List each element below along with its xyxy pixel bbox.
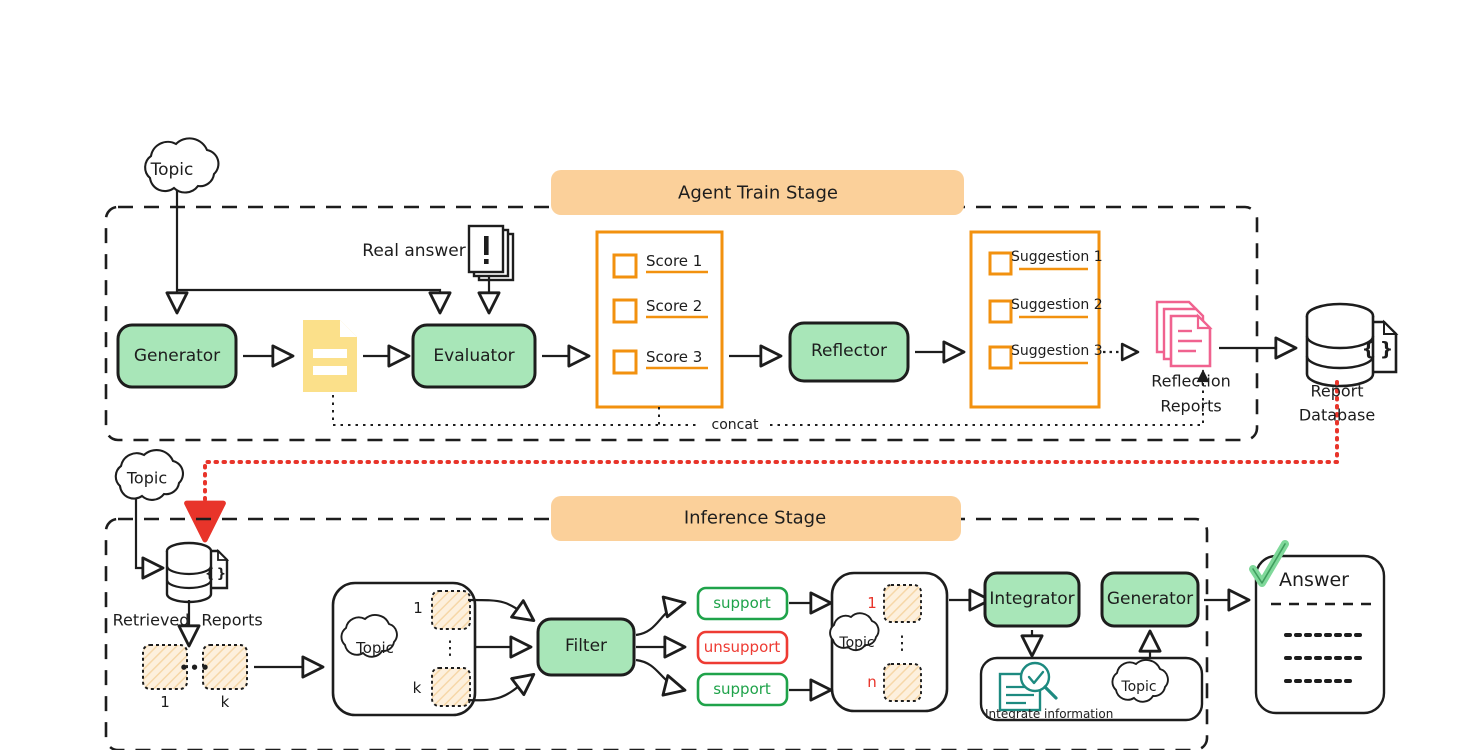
- arrow-topic-to-evaluator: [177, 288, 452, 315]
- inference-generator-label: Generator: [1106, 589, 1194, 609]
- topic-report-group-index-first: 1: [413, 599, 423, 617]
- reflection-reports-line2-label: Reports: [1160, 396, 1222, 416]
- topic-report-group-shape: [331, 581, 477, 717]
- report-database-line2-label: Database: [1298, 405, 1376, 425]
- inference-generator-box-shape[interactable]: [1100, 571, 1200, 628]
- score-item-3-label: Score 3: [646, 348, 703, 366]
- retrieved-report-index-first: 1: [160, 693, 170, 711]
- retrieved-database-icon-shape: [165, 541, 230, 604]
- integrator-label: Integrator: [989, 589, 1075, 609]
- agent-train-stage-banner-label: Agent Train Stage: [678, 182, 838, 204]
- topic-report-group-cloud-label: Topic: [356, 639, 394, 657]
- reflector-box-shape[interactable]: [788, 321, 910, 383]
- verdict-unsupport-shape: [696, 630, 789, 665]
- verdict-support-2-label: support: [713, 680, 771, 698]
- inference-topic-cloud-shape: [114, 448, 185, 501]
- topic-report-group-vertical-ellipsis: ⋮: [440, 637, 460, 659]
- retrieved-reports-ellipsis: •••: [179, 659, 211, 677]
- verdict-support-1-label: support: [713, 594, 771, 612]
- retrieved-report-index-last: k: [220, 693, 230, 711]
- integrate-information-panel-shape: [979, 656, 1204, 722]
- suggestion-item-3-label: Suggestion 3: [1011, 343, 1103, 359]
- filtered-group-cloud-label: Topic: [839, 635, 875, 651]
- inference-stage-banner-label: Inference Stage: [683, 507, 827, 529]
- suggestion-box-shape: [969, 230, 1101, 409]
- real-answer-label: Real answer: [362, 241, 466, 261]
- arrow-filter-to-support2: [635, 658, 687, 697]
- verdict-support-2-shape: [696, 672, 789, 707]
- retrieved-label-right: Reports: [201, 610, 263, 630]
- evaluator-label: Evaluator: [433, 346, 515, 366]
- reflection-reports-icon-shape: [1155, 300, 1213, 368]
- filter-label: Filter: [564, 636, 608, 656]
- integrator-box-shape[interactable]: [983, 571, 1081, 628]
- concat-dotted-path: [332, 369, 1210, 426]
- inference-stage-container: [104, 517, 1209, 750]
- reflection-reports-line1-label: Reflection: [1151, 371, 1231, 391]
- suggestion-item-2-label: Suggestion 2: [1011, 297, 1103, 313]
- integrate-information-caption: Integrate information: [985, 707, 1114, 721]
- agent-train-stage-banner-shape: [551, 170, 964, 215]
- retrieved-label-left: Retrieved: [112, 610, 190, 630]
- topic-report-group-index-last: k: [412, 679, 422, 697]
- filtered-group-index-first: 1: [867, 594, 877, 612]
- arrow-filter-to-support1: [635, 595, 687, 637]
- arrow-topic-to-retrieved-db: [134, 499, 165, 580]
- train-topic-cloud-label: Topic: [150, 160, 194, 180]
- train-topic-cloud-shape: [144, 137, 220, 194]
- score-item-1-label: Score 1: [646, 252, 703, 270]
- concat-label: concat: [706, 417, 764, 433]
- filtered-group-vertical-ellipsis: ⋮: [892, 632, 912, 654]
- filter-box-shape[interactable]: [536, 617, 636, 677]
- draft-document-icon-shape: [303, 320, 357, 392]
- inference-stage-banner-shape: [551, 496, 961, 541]
- answer-card-title: Answer: [1279, 569, 1349, 591]
- arrow-group-bot-to-filter: [467, 672, 536, 702]
- report-database-icon-shape: [1305, 302, 1399, 388]
- answer-card-shape: [1249, 540, 1386, 715]
- retrieved-report-tiles-shape: [142, 644, 248, 690]
- reflector-label: Reflector: [810, 341, 888, 361]
- train-stage-container: [104, 205, 1259, 442]
- filtered-group-index-last: n: [867, 673, 877, 691]
- database-to-retrieval-red-path: [184, 380, 1339, 543]
- integrate-panel-topic-label: Topic: [1121, 679, 1157, 695]
- generator-label: Generator: [133, 346, 221, 366]
- score-box-shape: [595, 230, 724, 409]
- verdict-support-1-shape: [696, 586, 789, 621]
- generator-box-shape[interactable]: [116, 323, 238, 389]
- score-item-2-label: Score 2: [646, 297, 703, 315]
- filtered-group-shape: [829, 571, 949, 713]
- suggestion-item-1-label: Suggestion 1: [1011, 249, 1103, 265]
- evaluator-box-shape[interactable]: [411, 323, 537, 389]
- retrieved-db-json-glyph: { }: [204, 566, 226, 582]
- real-answer-document-icon-shape: [467, 224, 515, 282]
- report-database-line1-label: Report: [1310, 381, 1364, 401]
- verdict-unsupport-label: unsupport: [703, 638, 781, 656]
- arrow-group-top-to-filter: [467, 598, 536, 622]
- report-database-json-glyph: { }: [1361, 338, 1394, 360]
- inference-topic-cloud-label: Topic: [126, 468, 168, 488]
